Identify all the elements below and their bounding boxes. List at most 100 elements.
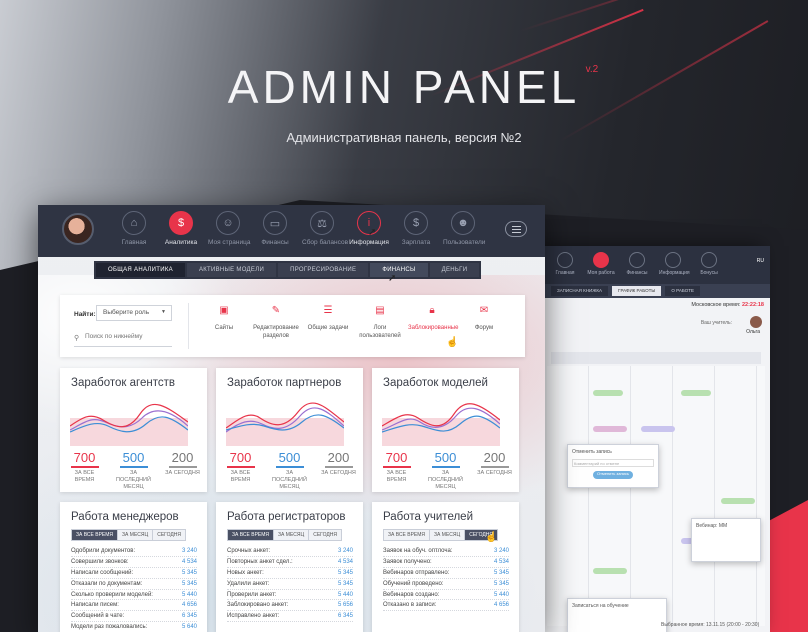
tab-general-analytics[interactable]: ОБЩАЯ АНАЛИТИКА (96, 263, 185, 277)
nav-users[interactable]: ☻ Пользователи (443, 211, 485, 246)
nav-analytics[interactable]: $ Аналитика (161, 211, 201, 246)
period-all-time[interactable]: ЗА ВСЕ ВРЕМЯ (72, 530, 119, 540)
s2-nav-my-work[interactable]: Моя работа (587, 250, 615, 276)
enroll-popup: Записаться на обучение (567, 598, 667, 632)
search-icon: ⚲ (74, 335, 80, 342)
schedule-slot[interactable] (593, 390, 623, 396)
period-all-time[interactable]: ЗА ВСЕ ВРЕМЯ (384, 530, 431, 540)
list-item: Удалили анкет:5 345 (227, 579, 353, 590)
category-blocked[interactable]: 🔒︎Заблокированные (408, 305, 459, 331)
tab-money[interactable]: ДЕНЬГИ (429, 263, 480, 277)
schedule-body: Московское время: 22:22:18 Ваш учитель: … (541, 298, 770, 632)
schedule-slot[interactable] (593, 568, 627, 574)
s2-nav-home[interactable]: Главная (551, 250, 579, 276)
list-item: Совершили звонков:4 534 (71, 557, 197, 568)
main-screen: ⌂ Главная $ Аналитика ☺ Моя страница ▭ Ф… (38, 205, 545, 632)
period-today[interactable]: СЕГОДНЯ (309, 530, 341, 540)
logs-icon: ▤ (375, 305, 385, 316)
schedule-slot[interactable] (641, 426, 675, 432)
category-logs[interactable]: ▤Логи пользователей (356, 305, 404, 340)
nav-salary[interactable]: $ Зарплата (396, 211, 436, 246)
tab-active-models[interactable]: АКТИВНЫЕ МОДЕЛИ (186, 263, 277, 277)
teacher-avatar (750, 316, 762, 328)
search-input[interactable] (85, 333, 171, 340)
teacher-label: Ваш учитель: (700, 320, 732, 326)
earnings-chart (70, 403, 188, 446)
s2-nav-info[interactable]: Информация (659, 250, 690, 276)
hero-title: ADMIN PANEL v.2 (227, 61, 599, 113)
period-today[interactable]: СЕГОДНЯ (153, 530, 185, 540)
work-card-managers: Работа менеджеров ЗА ВСЕ ВРЕМЯ ЗА МЕСЯЦ … (60, 502, 207, 632)
s2-nav-bonus[interactable]: Бонусы (695, 250, 723, 276)
nav-my-page[interactable]: ☺ Моя страница (208, 211, 250, 246)
filter-panel: Найти: Выберите роль ▼ ⚲ ▣Сайты ✎Редакти… (60, 295, 525, 357)
chart-series-blue (226, 414, 344, 431)
chart-series-red (382, 403, 500, 427)
category-forum[interactable]: ✉Форум (460, 305, 508, 340)
period-today[interactable]: СЕГОДНЯ (465, 530, 497, 540)
cursor-icon: ➚ (368, 227, 377, 238)
info-icon (665, 252, 681, 268)
scales-icon: ⚖ (310, 211, 334, 235)
date-bar (551, 352, 761, 364)
chart-series-purple (382, 407, 500, 431)
tab-progress[interactable]: ПРОГРЕСИРОВАНИЕ (278, 263, 369, 277)
home-icon: ⌂ (122, 211, 146, 235)
wallet-icon: ▭ (263, 211, 287, 235)
cursor-icon: ➚ (388, 273, 397, 284)
list-item: Вебинаров отправлено:5 345 (383, 568, 509, 579)
cancel-comment-input[interactable]: Комментарий по отмене (572, 459, 654, 467)
period-all-time[interactable]: ЗА ВСЕ ВРЕМЯ (228, 530, 275, 540)
nav-finance[interactable]: ▭ Финансы (255, 211, 295, 246)
tab-about[interactable]: О РАБОТЕ (665, 286, 700, 296)
users-icon: ☻ (451, 211, 475, 235)
category-sites[interactable]: ▣Сайты (200, 305, 248, 340)
avatar[interactable] (62, 213, 94, 245)
earnings-chart (226, 402, 344, 446)
period-month[interactable]: ЗА МЕСЯЦ (430, 530, 466, 540)
tab-finance[interactable]: ФИНАНСЫ (370, 263, 428, 277)
s2-nav-finance[interactable]: Финансы (623, 250, 651, 276)
work-card-teachers: Работа учителей ЗА ВСЕ ВРЕМЯ ЗА МЕСЯЦ СЕ… (372, 502, 519, 632)
tab-notebook[interactable]: ЗАПИСНАЯ КНИЖКА (551, 286, 609, 296)
cancel-booking-button[interactable]: Отменить запись (593, 471, 633, 479)
nav-balances[interactable]: ⚖ Сбор балансов (302, 211, 348, 246)
role-select[interactable]: Выберите роль ▼ (96, 305, 172, 321)
search-field[interactable]: ⚲ (74, 333, 172, 347)
list-item: Срочных анкет:3 240 (227, 546, 353, 557)
tab-schedule[interactable]: ГРАФИК РАБОТЫ (612, 286, 662, 296)
category-tasks[interactable]: ☰Общие задачи (304, 305, 352, 340)
period-month[interactable]: ЗА МЕСЯЦ (274, 530, 310, 540)
list-item: Повторных анкет сдел.:4 534 (227, 557, 353, 568)
version-badge: v.2 (585, 64, 599, 75)
period-month[interactable]: ЗА МЕСЯЦ (118, 530, 154, 540)
nav-home[interactable]: ⌂ Главная (114, 211, 154, 246)
schedule-slot[interactable] (681, 390, 711, 396)
category-list: ▣Сайты ✎Редактирование разделов ☰Общие з… (200, 305, 508, 340)
sites-icon: ▣ (219, 305, 229, 316)
chart-series-blue (382, 415, 500, 433)
briefcase-icon (593, 252, 609, 268)
nav-information[interactable]: i Информация (349, 211, 389, 246)
language-select[interactable]: RU (756, 258, 764, 264)
stats-list: Заявок на обуч. оптлоча:3 240 Заявок пол… (383, 546, 509, 612)
menu-button[interactable] (505, 221, 527, 237)
tasks-icon: ☰ (323, 305, 333, 316)
category-edit-sections[interactable]: ✎Редактирование разделов (253, 305, 299, 339)
cancel-popup: Отменить запись Комментарий по отмене От… (567, 444, 659, 488)
list-item: Заявок на обуч. оптлоча:3 240 (383, 546, 509, 557)
period-switch: ЗА ВСЕ ВРЕМЯ ЗА МЕСЯЦ СЕГОДНЯ (227, 529, 342, 541)
schedule-slot[interactable] (593, 426, 627, 432)
schedule-slot[interactable] (721, 498, 755, 504)
home-icon (557, 252, 573, 268)
dollar-icon: $ (169, 211, 193, 235)
